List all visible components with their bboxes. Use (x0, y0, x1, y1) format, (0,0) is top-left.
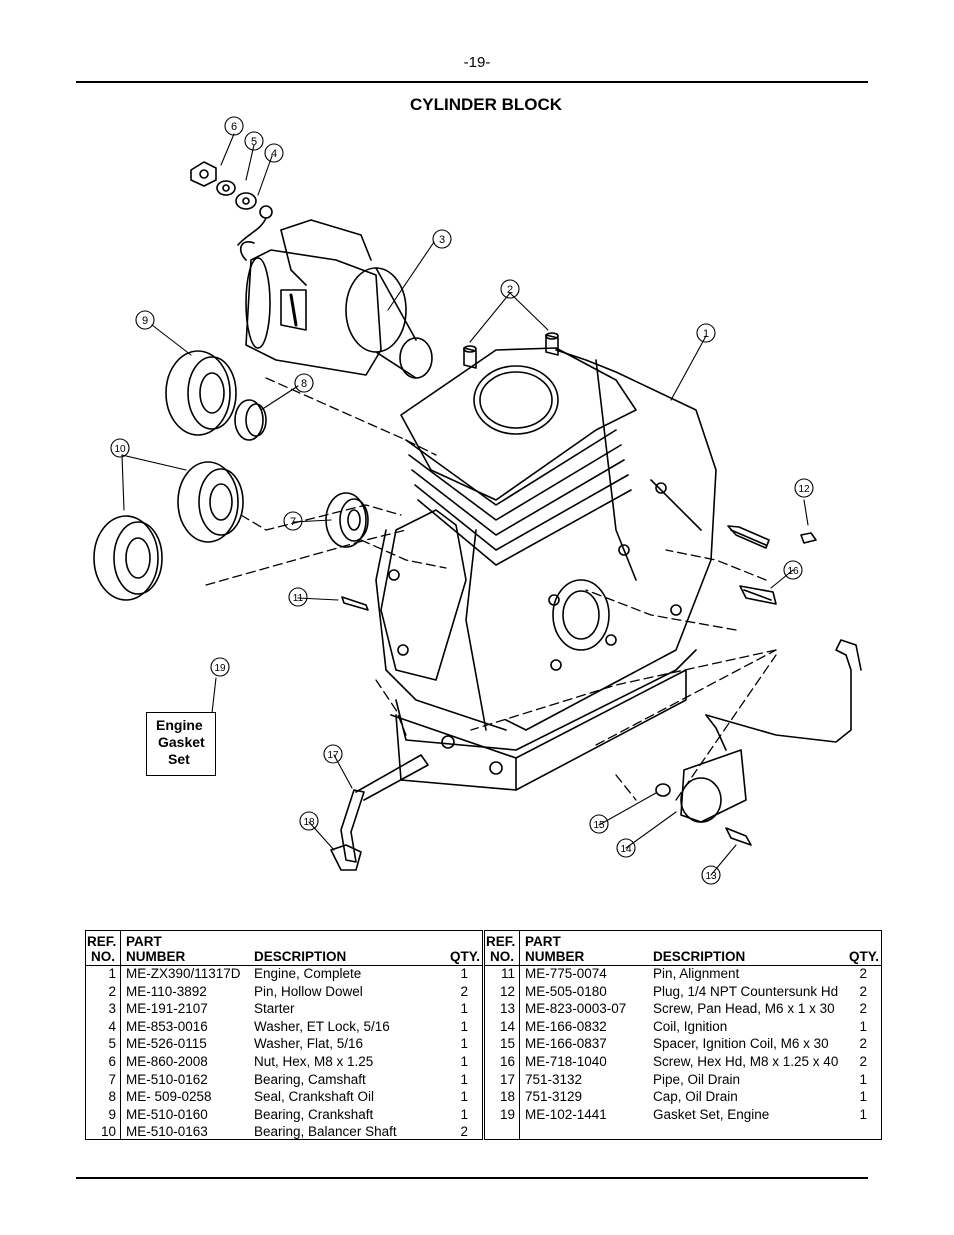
callout-10: 10 (110, 438, 130, 458)
svg-text:1: 1 (703, 328, 709, 340)
svg-text:19: 19 (214, 663, 226, 674)
assembly-guide-lines (205, 377, 777, 801)
header-description: DESCRIPTION (254, 949, 347, 964)
header-rule (76, 81, 868, 83)
svg-text:9: 9 (142, 315, 148, 327)
callout-12: 12 (794, 478, 814, 498)
gasket-box-line-2: Gasket (158, 734, 205, 750)
gasket-box-line-3: Set (168, 751, 190, 767)
callout-6: 6 (224, 116, 244, 136)
starter-motor (239, 219, 433, 379)
callout-13: 13 (701, 865, 721, 885)
svg-text:5: 5 (251, 136, 257, 148)
callout-15: 15 (589, 814, 609, 834)
callout-11: 11 (288, 587, 308, 607)
nut-and-washers (190, 161, 273, 246)
callout-14: 14 (616, 838, 636, 858)
svg-text:4: 4 (271, 148, 277, 160)
callout-17: 17 (323, 744, 343, 764)
oil-drain-pipe (330, 754, 429, 871)
header-ref-no: REF.NO. (87, 934, 117, 964)
callout-leaders (121, 133, 809, 876)
ignition-coil (680, 639, 862, 823)
callout-1: 1 (696, 323, 716, 343)
svg-text:8: 8 (301, 378, 307, 390)
callout-7: 7 (283, 511, 303, 531)
svg-text:10: 10 (114, 444, 126, 455)
page-number: -19- (463, 54, 491, 71)
header-qty: QTY. (848, 949, 879, 964)
callout-8: 8 (294, 373, 314, 393)
engine-gasket-set-box: Engine Gasket Set (146, 712, 216, 776)
svg-text:6: 6 (231, 121, 237, 133)
callout-18: 18 (299, 811, 319, 831)
svg-text:18: 18 (303, 817, 315, 828)
bearings (93, 350, 369, 601)
svg-text:15: 15 (593, 820, 605, 831)
exploded-parts-diagram: 6 5 4 3 2 1 9 8 10 7 11 12 16 19 17 18 1… (93, 116, 862, 885)
callout-4: 4 (264, 143, 284, 163)
header-qty: QTY. (449, 949, 480, 964)
header-ref-no: REF.NO. (486, 934, 516, 964)
callout-16: 16 (783, 560, 803, 580)
callout-19: 19 (210, 657, 230, 677)
svg-text:13: 13 (705, 871, 717, 882)
svg-text:3: 3 (439, 234, 445, 246)
callout-labels: 6 5 4 3 2 1 9 8 10 7 11 12 16 19 17 18 1… (110, 116, 814, 885)
svg-text:7: 7 (290, 516, 296, 528)
footer-rule (76, 1177, 868, 1179)
cylinder-block (375, 347, 717, 791)
svg-text:14: 14 (620, 844, 632, 855)
svg-text:16: 16 (787, 566, 799, 577)
callout-5: 5 (244, 131, 264, 151)
svg-text:11: 11 (293, 593, 304, 604)
header-description: DESCRIPTION (653, 949, 746, 964)
ref-column-divider (485, 931, 520, 1139)
ref-column-divider (86, 931, 121, 1139)
gasket-box-line-1: Engine (156, 717, 203, 733)
callout-9: 9 (135, 310, 155, 330)
callout-2: 2 (500, 279, 520, 299)
section-title: CYLINDER BLOCK (409, 95, 563, 114)
svg-text:2: 2 (507, 284, 513, 296)
pins-and-screws (341, 332, 817, 846)
svg-text:12: 12 (798, 484, 810, 495)
svg-text:17: 17 (327, 750, 339, 761)
callout-3: 3 (432, 229, 452, 249)
